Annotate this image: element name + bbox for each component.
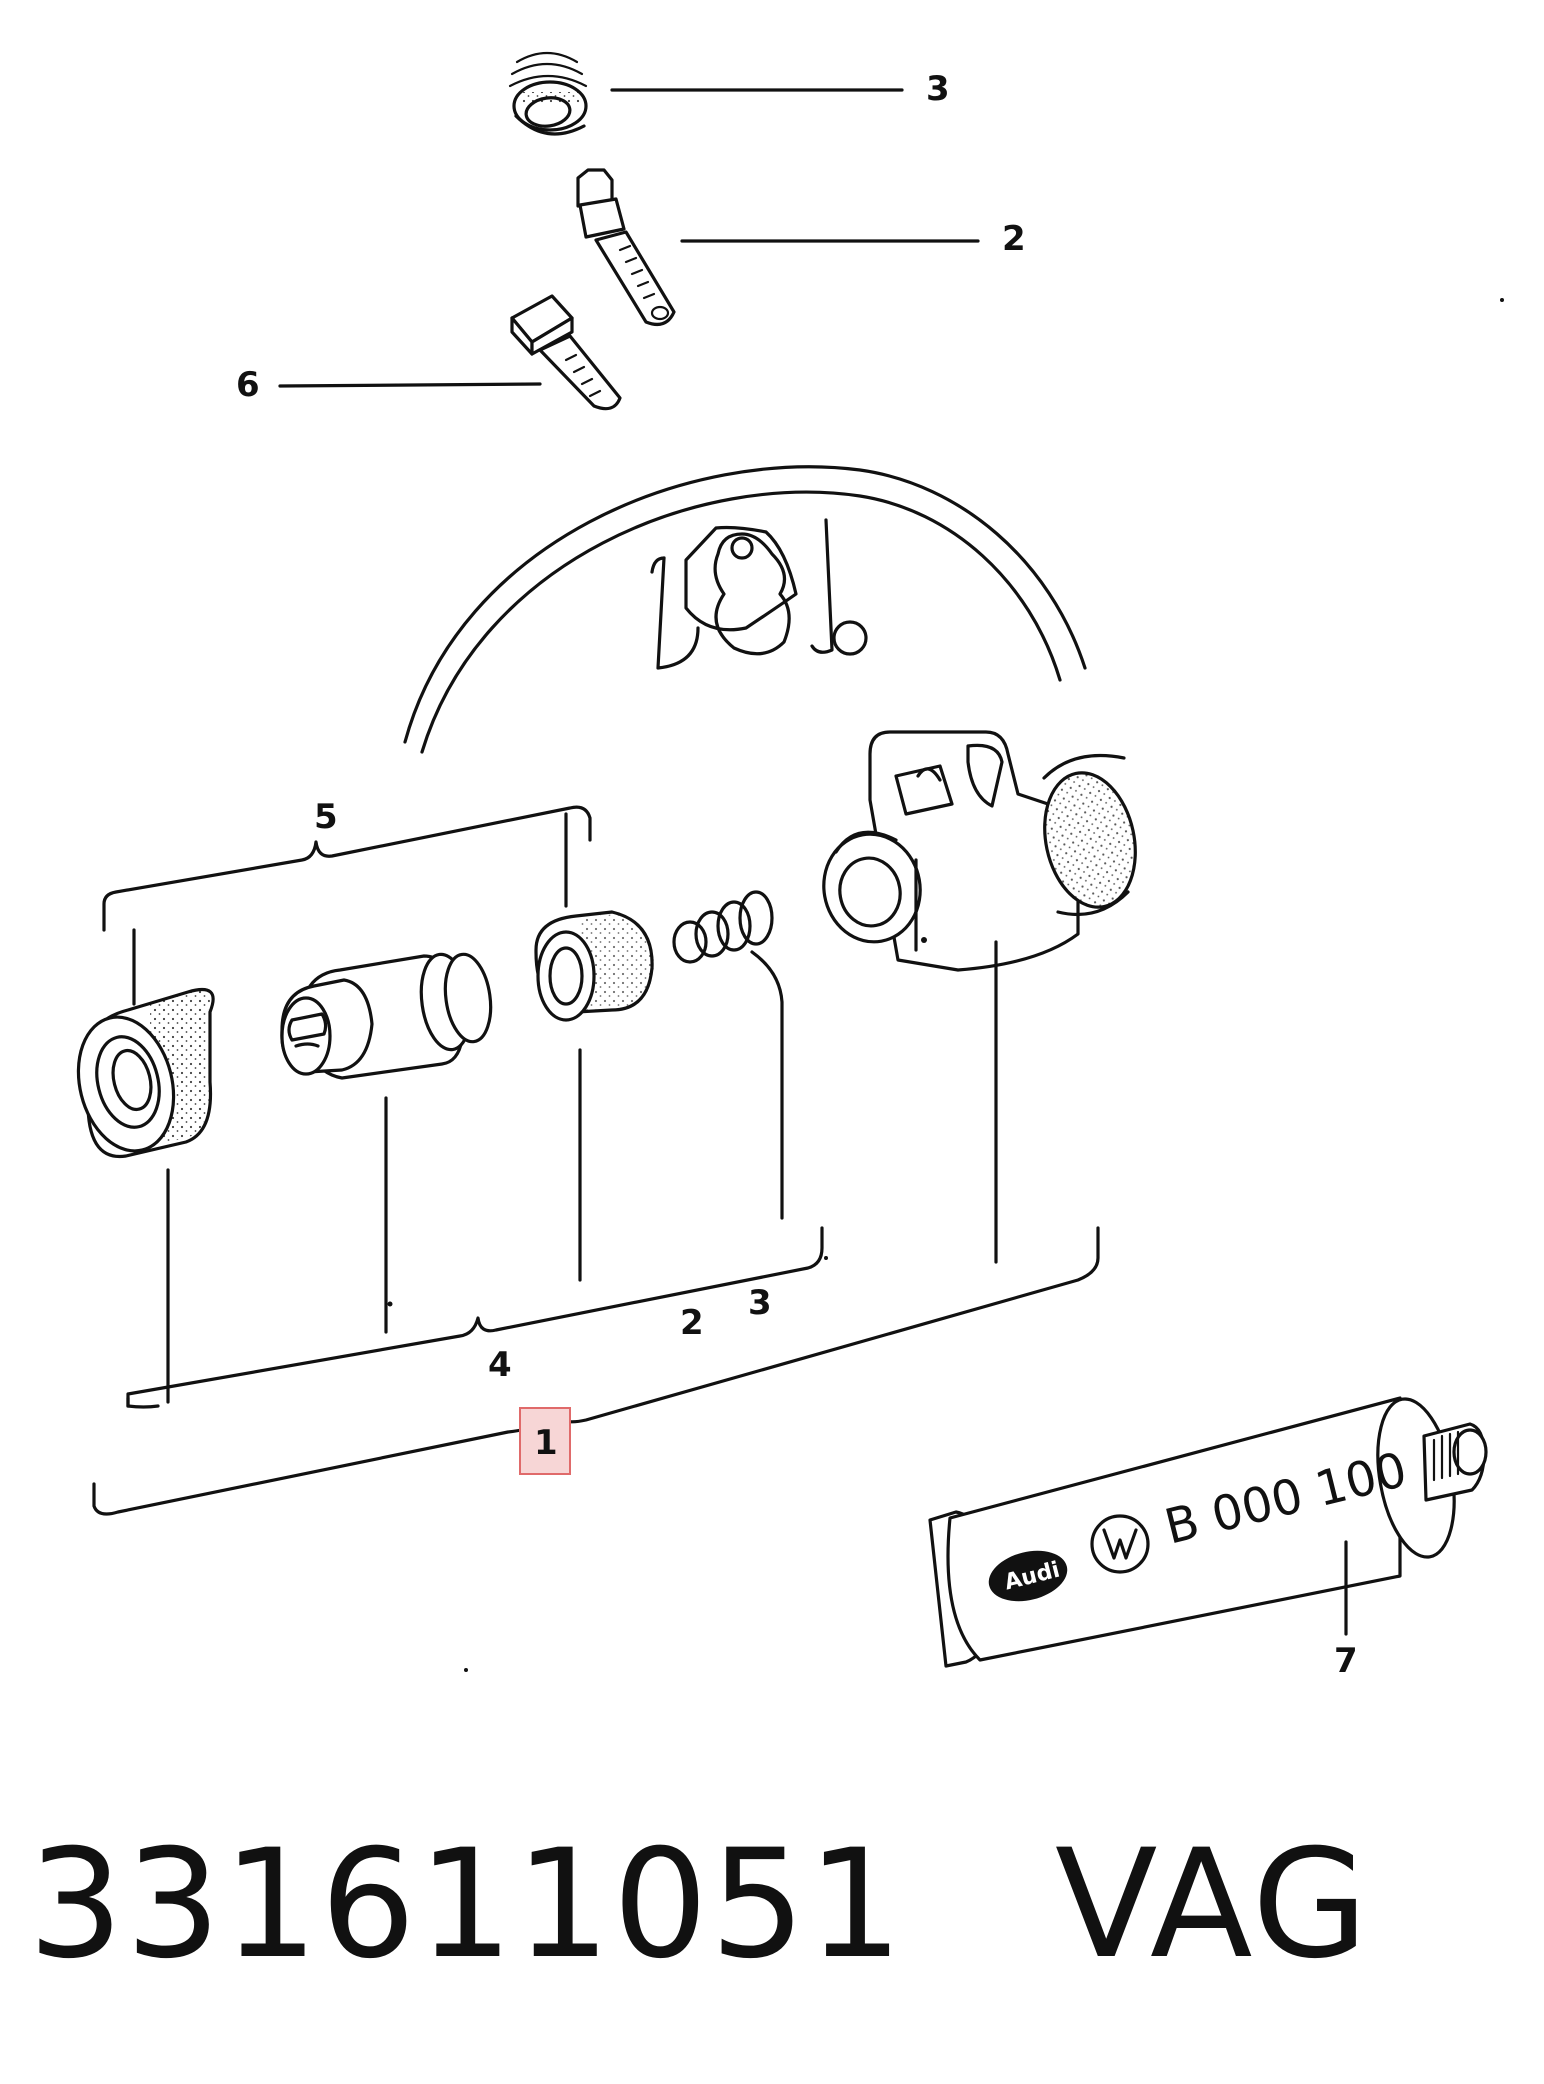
part-number: 331611051 <box>28 1818 905 1992</box>
callout-6: 6 <box>236 365 260 405</box>
cup-seal-part <box>534 910 655 1022</box>
bracket-1-inner <box>126 1404 160 1409</box>
callout-1: 1 <box>534 1423 558 1463</box>
audi-logo-icon <box>988 1550 1068 1602</box>
wheel-cylinder-housing <box>822 730 1137 972</box>
callout-2-bottom: 2 <box>680 1303 704 1343</box>
vw-logo-icon <box>1090 1514 1150 1574</box>
leader-line-6 <box>278 382 542 388</box>
backing-plate <box>403 465 1087 754</box>
callout-3-bottom: 3 <box>748 1283 772 1323</box>
callout-3-top: 3 <box>926 69 950 109</box>
callout-7: 7 <box>1334 1641 1358 1681</box>
callout-5: 5 <box>314 797 338 837</box>
callout-2-top: 2 <box>1002 219 1026 259</box>
leader-line-spring <box>750 950 784 1220</box>
bracket-5 <box>102 805 592 932</box>
dust-cap-part <box>508 52 588 136</box>
bracket-4 <box>126 1226 824 1408</box>
bleeder-valve-part <box>576 168 676 326</box>
brand-name: VAG <box>1054 1818 1371 1992</box>
callout-1-highlight <box>519 1407 571 1475</box>
callout-4: 4 <box>488 1345 512 1385</box>
bolt-part <box>510 294 622 411</box>
grease-tube-part: Audi B 000 100 <box>928 1396 1488 1668</box>
bracket-1 <box>92 1226 1100 1516</box>
piston-part <box>280 952 493 1080</box>
dust-boot-part <box>76 987 215 1159</box>
spring-part <box>672 890 774 964</box>
